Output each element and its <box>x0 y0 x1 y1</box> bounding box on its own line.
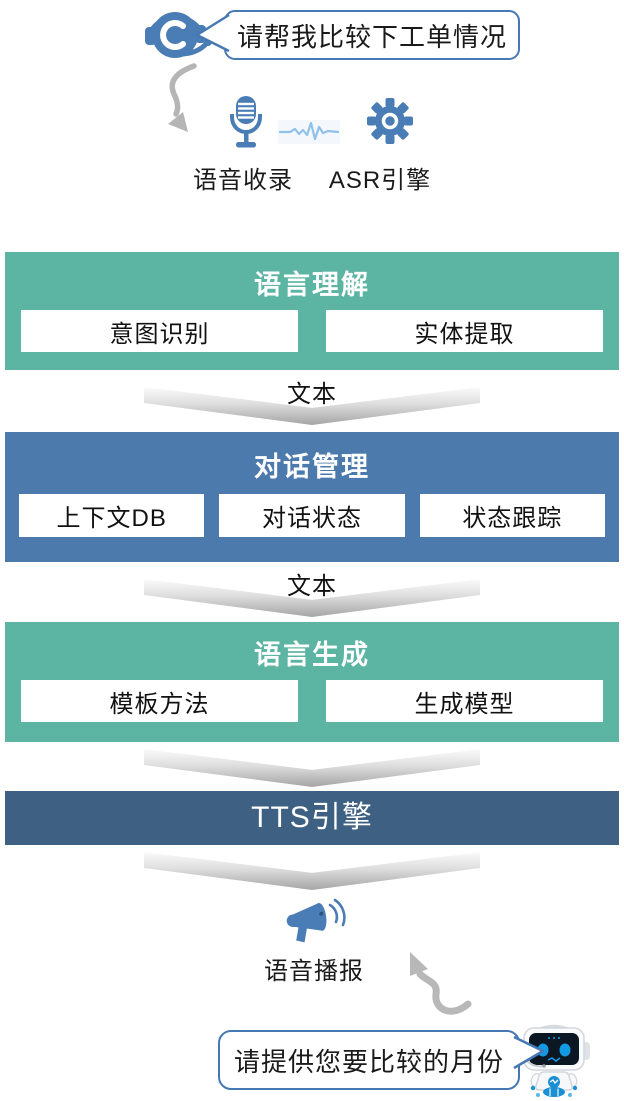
dm-item-dialog-state: 对话状态 <box>219 494 405 537</box>
nlg-block-title: 语言生成 <box>254 640 370 670</box>
user-speech-text: 请帮我比较下工单情况 <box>236 21 507 52</box>
voice-broadcast-label: 语音播报 <box>264 958 364 985</box>
bot-speech-bubble: 请提供您要比较的月份 <box>218 1030 520 1090</box>
megaphone-icon <box>286 898 346 943</box>
microphone-icon <box>230 96 262 148</box>
chevron-down-arrow-4 <box>144 852 480 890</box>
nlu-block: 语言理解 意图识别 实体提取 <box>5 252 619 370</box>
nlu-item-entity: 实体提取 <box>326 310 603 352</box>
dm-items-row: 上下文DB 对话状态 状态跟踪 <box>19 494 605 537</box>
user-bubble-pointer <box>195 13 230 53</box>
curvy-arrow-down-icon <box>168 63 197 132</box>
nlg-item-generative: 生成模型 <box>326 680 603 722</box>
dm-item-state-tracking: 状态跟踪 <box>419 494 605 537</box>
voice-capture-label: 语音收录 <box>193 167 293 194</box>
bot-speech-text: 请提供您要比较的月份 <box>233 1046 504 1077</box>
robot-icon <box>518 1024 590 1097</box>
dm-block: 对话管理 上下文DB 对话状态 状态跟踪 <box>5 432 619 562</box>
nlg-items-row: 模板方法 生成模型 <box>21 680 603 722</box>
curvy-arrow-up-icon <box>410 952 472 1015</box>
nlu-block-title: 语言理解 <box>254 270 370 300</box>
tts-block-title: TTS引擎 <box>251 801 373 834</box>
nlu-item-intent: 意图识别 <box>21 310 298 352</box>
dm-item-context-db: 上下文DB <box>19 494 205 537</box>
nlg-block: 语言生成 模板方法 生成模型 <box>5 622 619 742</box>
asr-engine-label: ASR引擎 <box>328 167 432 194</box>
connector2-text-label: 文本 <box>287 573 337 600</box>
chevron-down-arrow-3 <box>144 749 480 787</box>
bot-bubble-pointer <box>513 1035 545 1070</box>
nlg-item-template: 模板方法 <box>21 680 298 722</box>
tts-block: TTS引擎 <box>5 791 619 845</box>
waveform-icon <box>278 120 340 144</box>
connector1-text-label: 文本 <box>287 381 337 408</box>
dm-block-title: 对话管理 <box>254 452 370 482</box>
user-speech-bubble: 请帮我比较下工单情况 <box>224 10 520 60</box>
gear-icon <box>367 98 413 144</box>
nlu-items-row: 意图识别 实体提取 <box>21 310 603 352</box>
